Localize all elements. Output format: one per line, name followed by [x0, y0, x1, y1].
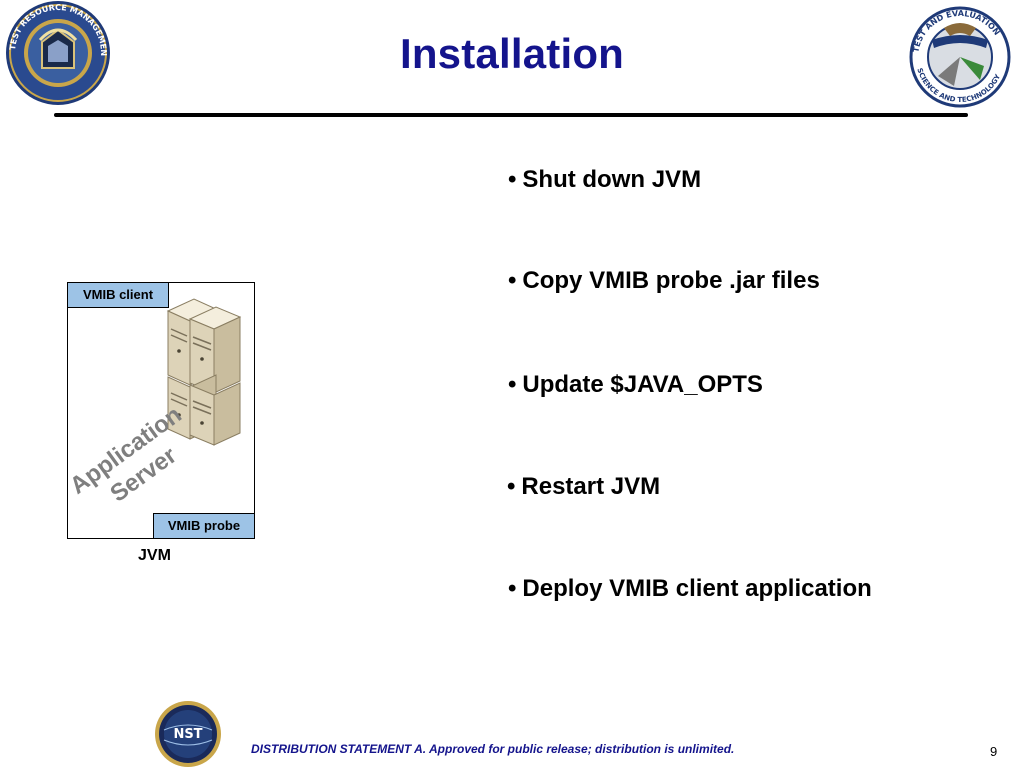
vmib-probe-tag: VMIB probe	[153, 513, 255, 539]
bullet-item: •Deploy VMIB client application	[508, 575, 872, 603]
bullet-item: •Copy VMIB probe .jar files	[508, 267, 820, 295]
slide-title: Installation	[399, 30, 625, 77]
title-divider	[54, 113, 968, 117]
bullet-marker: •	[508, 575, 517, 602]
bullet-text: Restart JVM	[521, 473, 661, 500]
bullet-text: Shut down JVM	[522, 166, 702, 193]
bullet-item: •Restart JVM	[507, 473, 660, 501]
jvm-caption: JVM	[138, 547, 171, 564]
bullet-marker: •	[508, 166, 517, 193]
bullet-text: Deploy VMIB client application	[522, 575, 872, 602]
application-server-label: Application Server	[57, 395, 214, 532]
bullet-item: •Shut down JVM	[508, 166, 701, 194]
trmc-seal-icon: TEST RESOURCE MANAGEMENT CENTER	[0, 0, 116, 106]
bullet-marker: •	[508, 371, 517, 398]
server-rack-icon	[162, 289, 248, 454]
nst-logo-text: NST	[173, 727, 202, 742]
vmib-client-tag: VMIB client	[67, 282, 169, 308]
nst-logo-icon: NST	[154, 700, 222, 768]
distribution-statement: DISTRIBUTION STATEMENT A. Approved for p…	[251, 742, 735, 756]
bullet-text: Update $JAVA_OPTS	[522, 371, 763, 398]
jvm-diagram: VMIB client	[65, 282, 255, 539]
bullet-text: Copy VMIB probe .jar files	[522, 267, 820, 294]
test-evaluation-seal-icon: TEST AND EVALUATION SCIENCE AND TECHNOLO…	[904, 6, 1016, 108]
bullet-marker: •	[507, 473, 516, 500]
page-number: 9	[990, 744, 998, 759]
bullet-marker: •	[508, 267, 517, 294]
bullet-item: •Update $JAVA_OPTS	[508, 371, 763, 399]
